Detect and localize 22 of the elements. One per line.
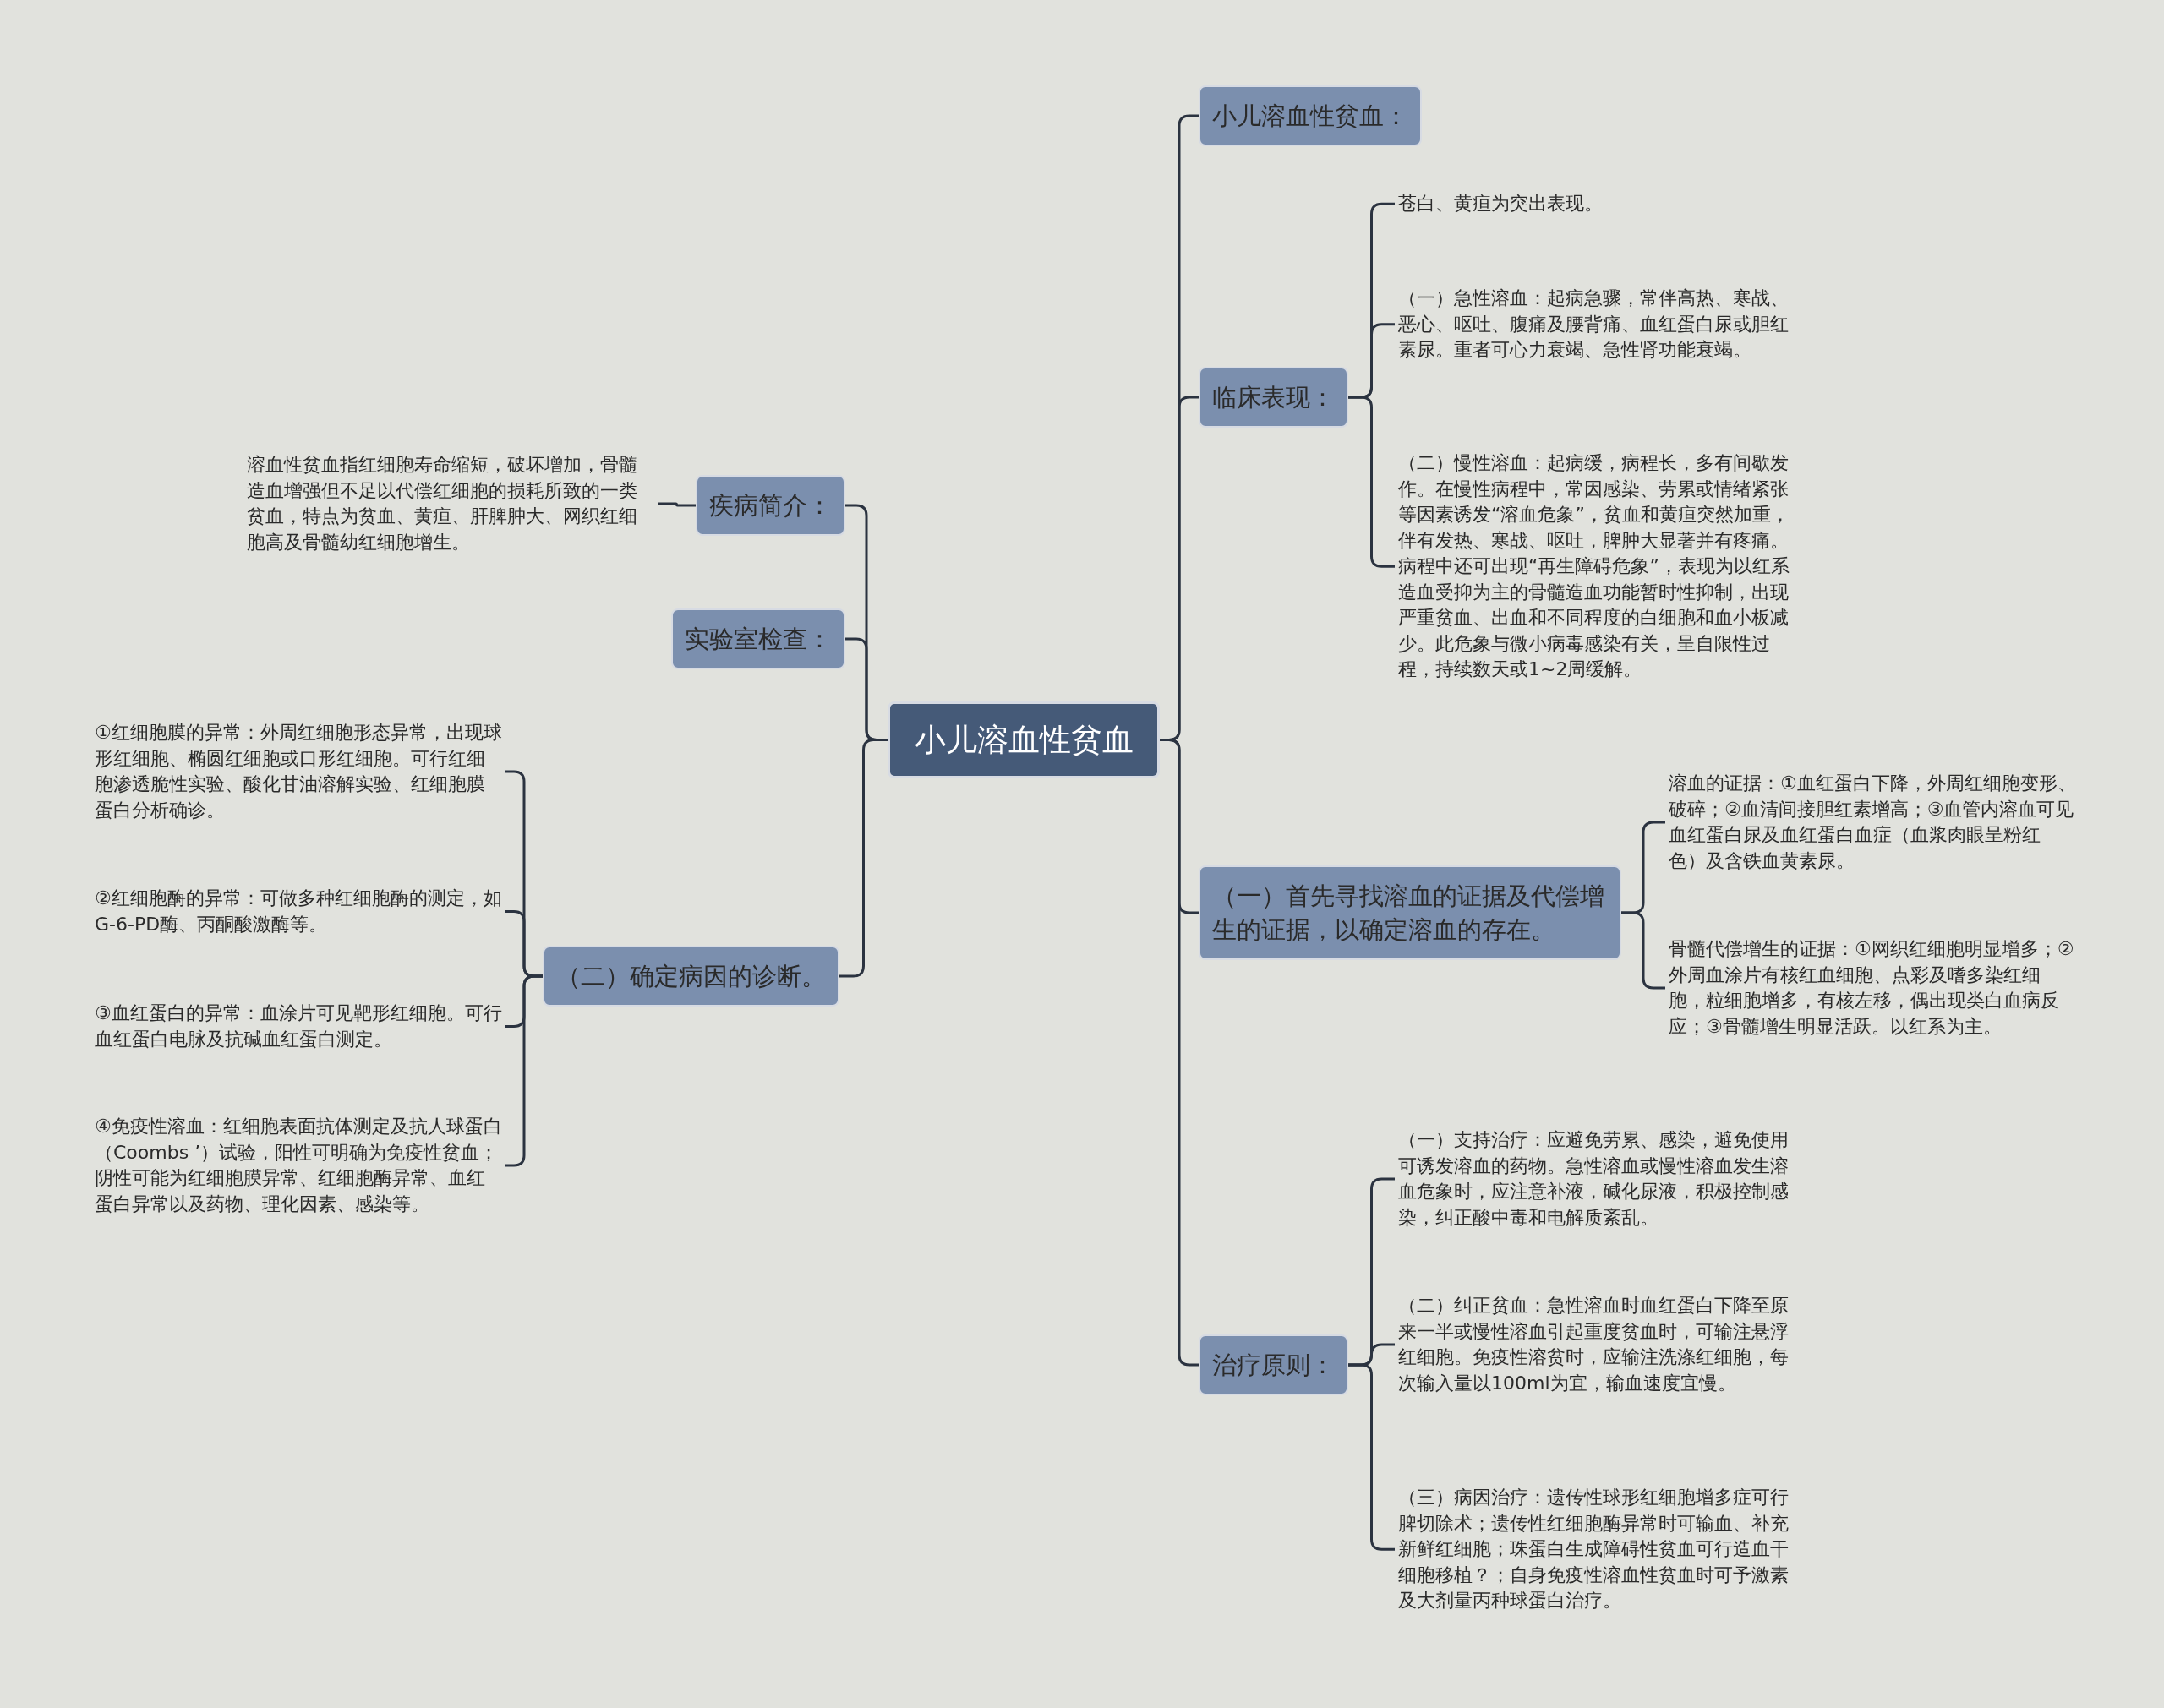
topic-box: （一）首先寻找溶血的证据及代偿增生的证据，以确定溶血的存在。 (1199, 865, 1621, 960)
subtopic-text: ②红细胞酶的异常：可做多种红细胞酶的测定，如G-6-PD酶、丙酮酸激酶等。 (91, 886, 505, 937)
subtopic-text: （二）纠正贫血：急性溶血时血红蛋白下降至原来一半或慢性溶血引起重度贫血时，可输注悬浮红细胞。免疫性溶贫时，应输注洗涤红细胞，每次输入量以100ml为宜，输血速度宜慢。 (1395, 1293, 1809, 1396)
topic-box: （二）确定病因的诊断。 (543, 946, 839, 1007)
topic-box: 实验室检查： (671, 608, 845, 669)
topic-box: 小儿溶血性贫血： (1199, 85, 1422, 146)
subtopic-text: 溶血的证据：①血红蛋白下降，外周红细胞变形、破碎；②血清间接胆红素增高；③血管内溶血可见血红蛋白尿及血红蛋白血症（血浆肉眼呈粉红色）及含铁血黄素尿。 (1665, 771, 2079, 874)
subtopic-text: 骨髓代偿增生的证据：①网织红细胞明显增多；②外周血涂片有核红血细胞、点彩及嗜多染红细胞，粒细胞增多，有核左移，偶出现类白血病反应；③骨髓增生明显活跃。以红系为主。 (1665, 936, 2079, 1040)
subtopic-text: ③血红蛋白的异常：血涂片可见靶形红细胞。可行血红蛋白电脉及抗碱血红蛋白测定。 (91, 1001, 505, 1052)
topic-box: 临床表现： (1199, 367, 1348, 428)
subtopic-text: （三）病因治疗：遗传性球形红细胞增多症可行脾切除术；遗传性红细胞酶异常时可输血、补充新鲜红细胞；珠蛋白生成障碍性贫血可行造血干细胞移植？；自身免疫性溶血性贫血时可予激素及大剂量丙种球蛋白治疗。 (1395, 1485, 1809, 1614)
subtopic-text: ④免疫性溶血：红细胞表面抗体测定及抗人球蛋白（Coombs ’）试验，阳性可明确为免疫性贫血；阴性可能为红细胞膜异常、红细胞酶异常、血红蛋白异常以及药物、理化因素、感染等。 (91, 1114, 505, 1217)
central-topic-box: 小儿溶血性贫血 (888, 701, 1160, 778)
connector-line (658, 502, 696, 507)
subtopic-text: （一）急性溶血：起病急骤，常伴高热、寒战、恶心、呕吐、腹痛及腰背痛、血红蛋白尿或胆红素尿。重者可心力衰竭、急性肾功能衰竭。 (1395, 286, 1809, 363)
subtopic-text: 苍白、黄疸为突出表现。 (1395, 191, 1809, 217)
subtopic-text: ①红细胞膜的异常：外周红细胞形态异常，出现球形红细胞、椭圆红细胞或口形红细胞。可行红细胞渗透脆性实验、酸化甘油溶解实验、红细胞膜蛋白分析确诊。 (91, 720, 505, 823)
subtopic-text: （一）支持治疗：应避免劳累、感染，避免使用可诱发溶血的药物。急性溶血或慢性溶血发生溶血危象时，应注意补液，碱化尿液，积极控制感染，纠正酸中毒和电解质紊乱。 (1395, 1127, 1809, 1231)
subtopic-text: （二）慢性溶血：起病缓，病程长，多有间歇发作。在慢性病程中，常因感染、劳累或情绪紧张等因素诱发“溶血危象”，贫血和黄疸突然加重，伴有发热、寒战、呕吐，脾肿大显著并有疼痛。病程中还可出现“再生障碍危象”，表现为以红系造血受抑为主的骨髓造血功能暂时性抑制，出现严重贫血、出血和不同程度的白细胞和血小板减少。此危象与微小病毒感染有关，呈自限性过程，持续数天或1~2周缓解。 (1395, 450, 1809, 683)
topic-box: 疾病简介： (696, 475, 845, 536)
subtopic-text: 溶血性贫血指红细胞寿命缩短，破坏增加，骨髓造血增强但不足以代偿红细胞的损耗所致的一类贫血，特点为贫血、黄疸、肝脾肿大、网织红细胞高及骨髓幼红细胞增生。 (243, 452, 658, 555)
topic-box: 治疗原则： (1199, 1334, 1348, 1395)
